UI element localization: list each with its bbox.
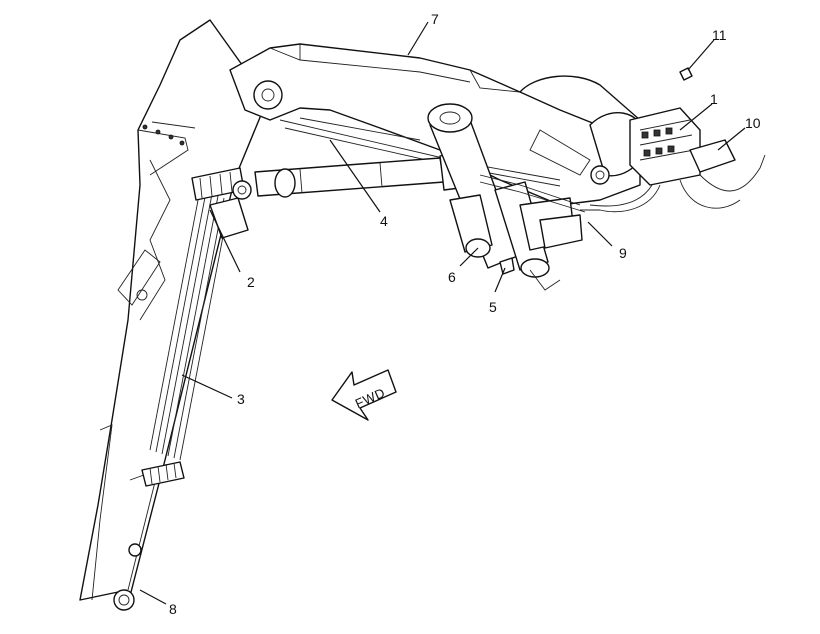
boom-cylinders: [427, 103, 583, 291]
callout-3: 3: [237, 391, 245, 407]
callout-6: 6: [448, 269, 456, 285]
callout-2: 2: [247, 274, 255, 290]
hose-fittings: [499, 67, 693, 275]
leader-5: [494, 267, 506, 293]
callout-8: 8: [169, 601, 177, 617]
leader-10: [717, 127, 746, 151]
leader-1: [679, 103, 713, 131]
forward-direction-arrow-icon: FWD: [331, 369, 397, 421]
leader-2: [209, 209, 241, 273]
leader-7: [407, 21, 429, 56]
callout-7: 7: [431, 11, 439, 27]
callout-11: 11: [712, 27, 727, 43]
leader-3: [181, 374, 233, 399]
stick-assembly: [79, 19, 269, 611]
leader-9: [587, 221, 613, 247]
leader-6: [459, 247, 479, 267]
callout-9: 9: [619, 245, 627, 261]
callout-5: 5: [489, 299, 497, 315]
callout-labels: 1 2 3 4 5 6 7 8 9 10 11: [169, 11, 761, 617]
leader-11: [687, 39, 715, 71]
callout-10: 10: [745, 115, 761, 131]
callout-leaders: [139, 21, 746, 605]
callout-4: 4: [380, 213, 388, 229]
callout-1: 1: [710, 91, 718, 107]
leader-8: [139, 589, 167, 605]
leader-4: [329, 139, 381, 213]
